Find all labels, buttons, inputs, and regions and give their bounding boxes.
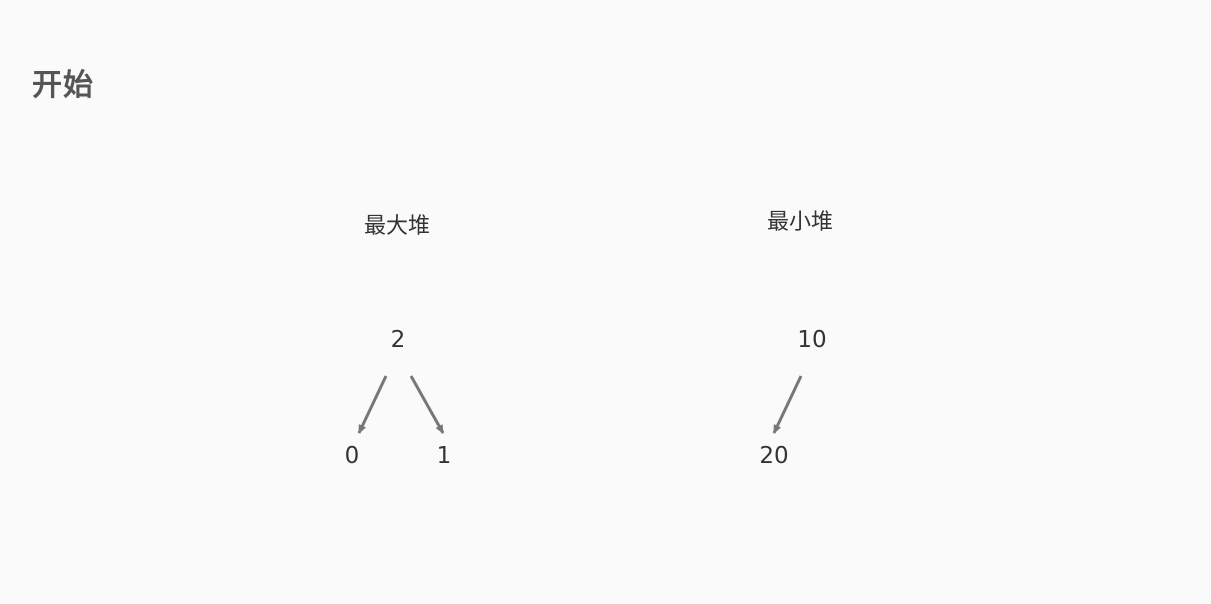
max-heap-right-child-node: 1 (436, 443, 452, 469)
max-heap-root-node: 2 (390, 327, 406, 353)
min-heap-label: 最小堆 (766, 210, 834, 235)
min-heap-root-node: 10 (797, 327, 827, 353)
page-title: 开始 (32, 68, 94, 103)
max-heap-label: 最大堆 (363, 214, 431, 239)
max-heap-edge-root-to-left (357, 375, 388, 434)
max-heap-left-child-node: 0 (344, 443, 360, 469)
min-heap-edge-root-to-left (772, 375, 803, 434)
min-heap-left-child-node: 20 (759, 443, 789, 469)
max-heap-edge-root-to-right (409, 375, 445, 434)
